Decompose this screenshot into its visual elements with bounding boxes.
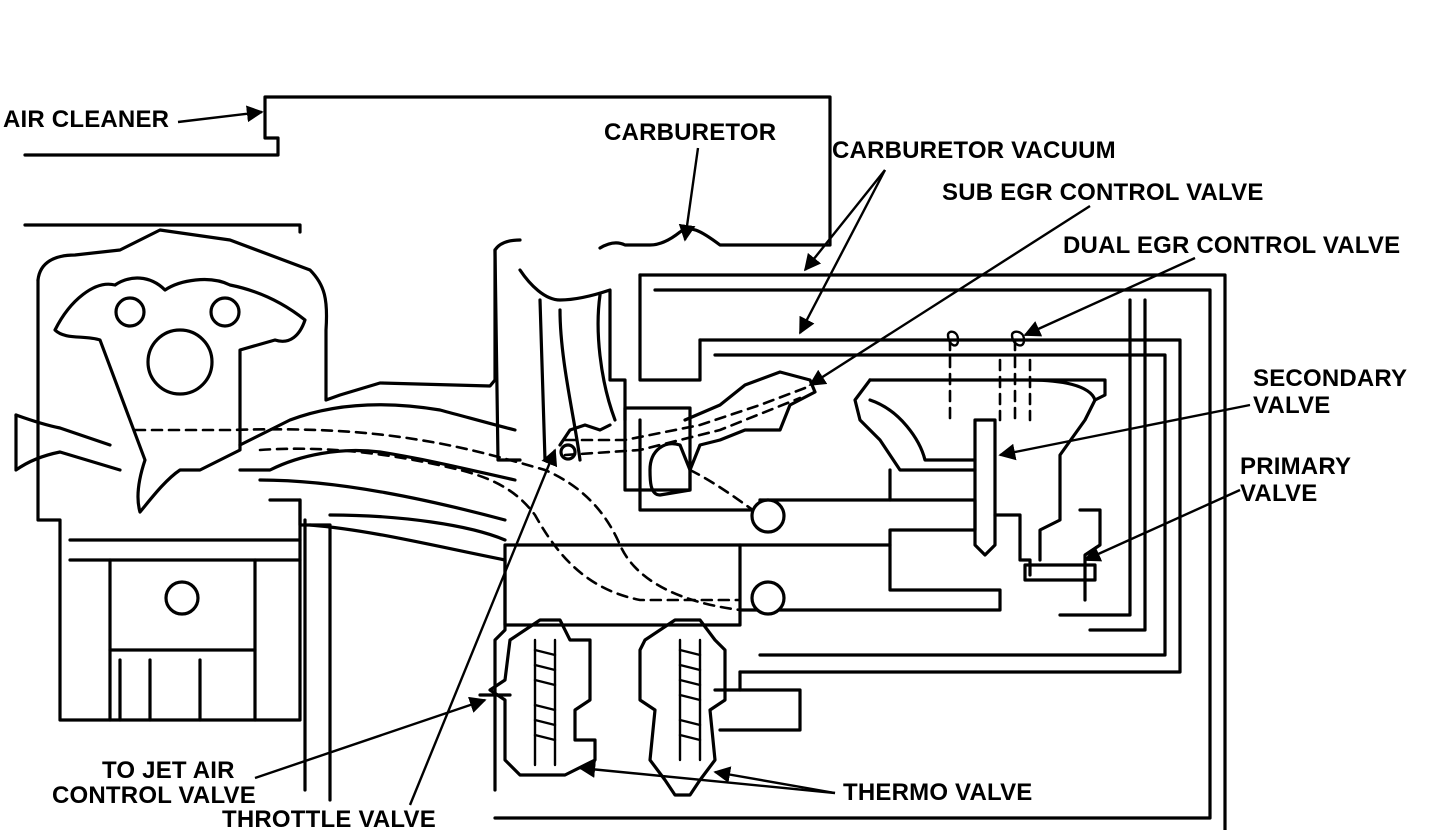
label-to-jet-air-line1: TO JET AIR (102, 757, 235, 784)
label-secondary-valve-line1: SECONDARY (1253, 365, 1407, 392)
leader-thermo-2 (713, 766, 836, 795)
air-cleaner (23, 95, 832, 250)
leader-secondary-valve (998, 403, 1251, 461)
leader-thermo-1 (578, 761, 836, 795)
leader-lines (177, 105, 1251, 806)
thermo-valves (478, 618, 802, 797)
leader-carb-vacuum-1 (803, 169, 886, 272)
leader-carburetor (678, 147, 700, 242)
label-carburetor-vacuum: CARBURETOR VACUUM (832, 137, 1116, 164)
engine-head (14, 228, 522, 802)
label-primary-valve-line2: VALVE (1240, 480, 1317, 507)
leader-dual-egr (1023, 256, 1196, 337)
label-primary-valve-line1: PRIMARY (1240, 453, 1351, 480)
label-sub-egr-control-valve: SUB EGR CONTROL VALVE (942, 179, 1264, 206)
label-carburetor: CARBURETOR (604, 119, 776, 146)
leader-sub-egr (808, 204, 1091, 387)
leader-primary-valve (1083, 488, 1241, 562)
label-air-cleaner: AIR CLEANER (3, 106, 169, 133)
label-dual-egr-control-valve: DUAL EGR CONTROL VALVE (1063, 232, 1400, 259)
leader-carb-vacuum-2 (798, 169, 887, 335)
egr-valve-assembly (493, 273, 1227, 830)
label-thermo-valve: THERMO VALVE (843, 779, 1033, 806)
labels: AIR CLEANER CARBURETOR CARBURETOR VACUUM… (3, 106, 1407, 830)
label-throttle-valve: THROTTLE VALVE (222, 806, 436, 830)
leader-throttle-valve (408, 448, 558, 806)
leader-to-jet-air (254, 696, 487, 780)
label-to-jet-air-line2: CONTROL VALVE (52, 782, 256, 809)
leader-air-cleaner (177, 105, 264, 124)
carburetor (493, 248, 742, 792)
label-secondary-valve-line2: VALVE (1253, 392, 1330, 419)
